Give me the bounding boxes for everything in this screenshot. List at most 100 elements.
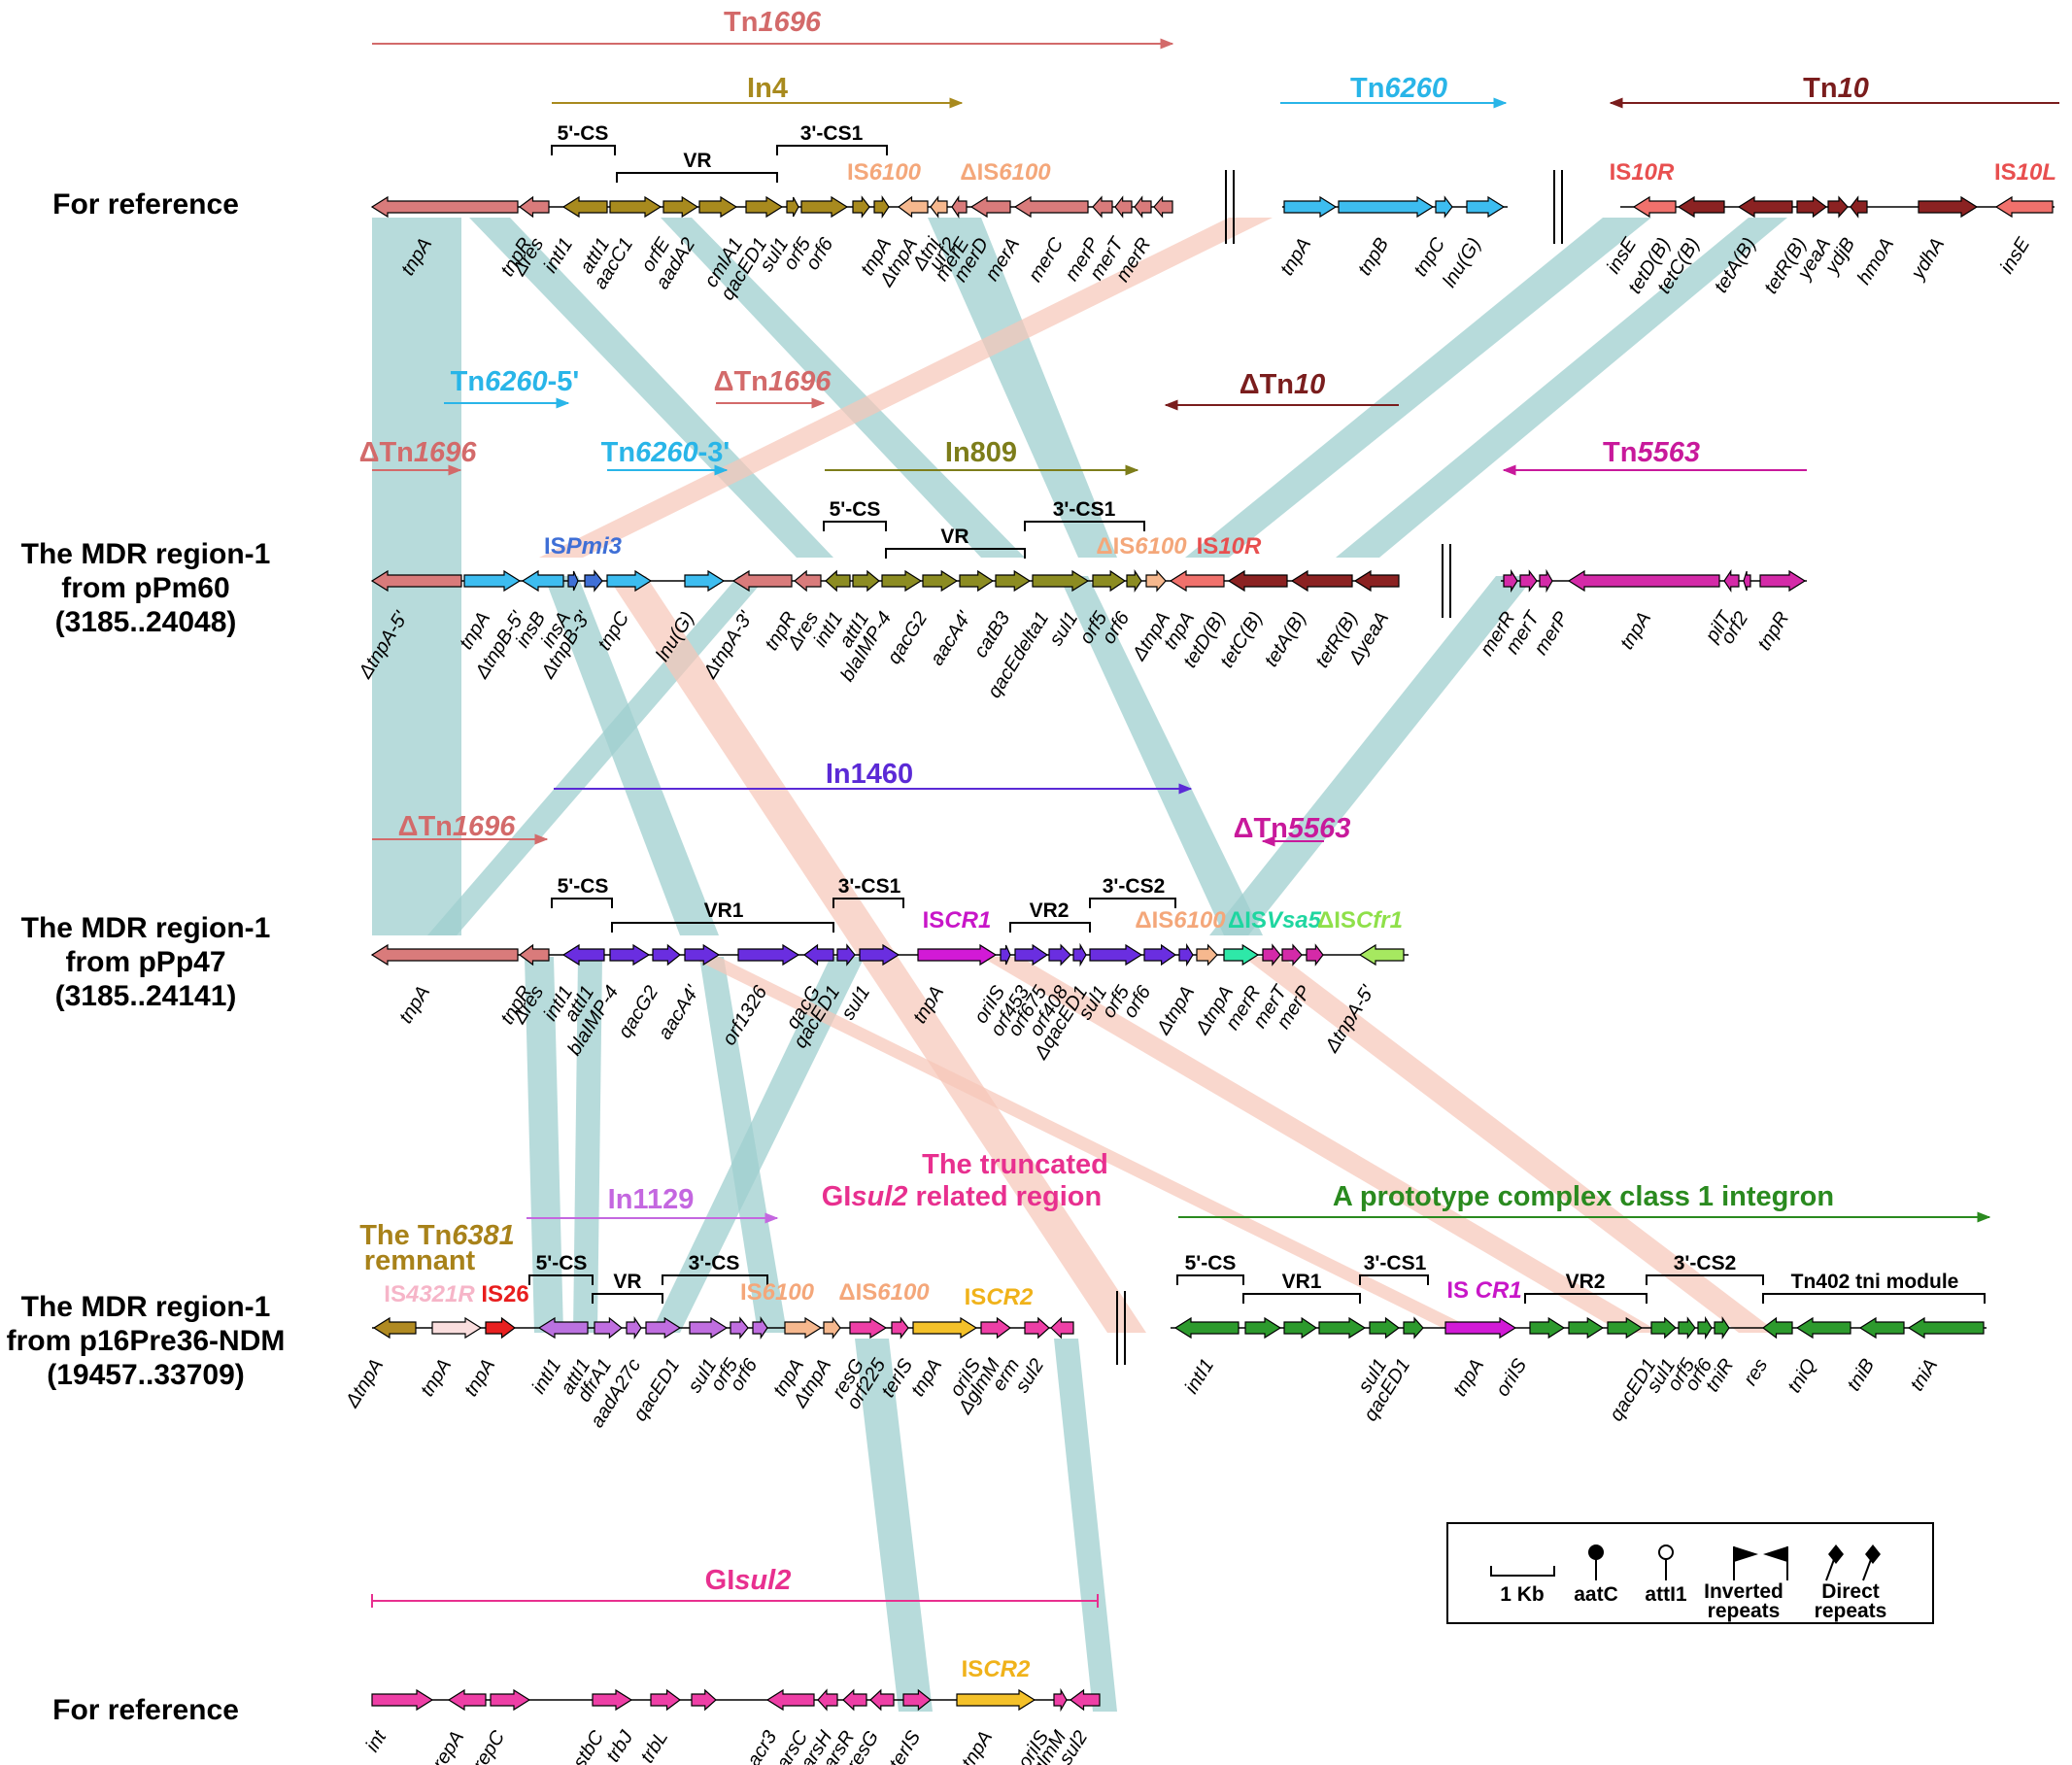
gene-arrow <box>691 1688 717 1712</box>
is-label-part: ΔIS <box>1317 907 1356 933</box>
gene-arrow <box>765 1688 815 1712</box>
gene-arrow <box>609 943 651 967</box>
gene-arrow <box>784 1316 823 1340</box>
legend-label: Inverted <box>1704 1580 1783 1603</box>
bracket-label: VR1 <box>1282 1271 1322 1293</box>
is-label-part: ΔIS <box>1096 533 1135 560</box>
gene-arrow <box>1244 1316 1282 1340</box>
gene-arrow <box>1178 942 1194 967</box>
element-label-part: GI <box>822 1181 852 1212</box>
is-label-part: IS <box>384 1281 406 1307</box>
legend-frame <box>1446 1522 1934 1624</box>
gene-arrow <box>842 1688 867 1712</box>
bracket <box>1089 898 1176 908</box>
homology-band <box>1336 218 1787 558</box>
is-element-label: ΔIS6100 <box>960 159 1051 186</box>
is-element-label: IS10L <box>1994 159 2056 186</box>
gene-arrow <box>1290 569 1353 593</box>
gene-arrow <box>684 569 726 593</box>
element-label-part: related region <box>907 1181 1102 1212</box>
bracket <box>528 1274 594 1285</box>
is-label-part: Vsa5 <box>1267 907 1322 933</box>
gene-label: orf6 <box>801 233 837 274</box>
element-label-part: remnant <box>364 1245 476 1276</box>
element-label-part: 10 <box>1294 369 1325 400</box>
element-label-part: In1129 <box>608 1184 695 1215</box>
gene-arrow <box>794 569 822 593</box>
element-spans <box>371 38 2059 1608</box>
homology-band <box>525 957 563 1333</box>
is-label-part: IS <box>1994 159 2017 186</box>
gene-arrow <box>969 195 1011 219</box>
is-label-part: CR2 <box>983 1656 1031 1682</box>
element-label-part: Tn <box>451 366 485 397</box>
gene-arrow <box>1069 1688 1101 1712</box>
gene-label: intI1 <box>1181 1355 1219 1398</box>
bracket <box>1762 1293 1986 1304</box>
element-label-part: GI <box>705 1565 735 1596</box>
gene-arrow <box>1283 1316 1318 1340</box>
bracket <box>1024 521 1145 531</box>
is-element-label: ΔISVsa5 <box>1228 907 1322 933</box>
gene-label: merC <box>1025 234 1069 287</box>
element-label: ΔTn1696 <box>359 437 478 468</box>
element-label-part: 6260 <box>1384 73 1447 104</box>
gene-arrow <box>1650 1316 1677 1340</box>
gene-arrow <box>1283 195 1338 219</box>
gene-arrow <box>1796 195 1828 219</box>
is-element-label: ΔIS6100 <box>1096 533 1187 560</box>
gene-label: terIS <box>885 1726 925 1765</box>
gene-arrow <box>1053 1687 1068 1713</box>
gene-arrow <box>1697 1315 1713 1341</box>
gene-arrow <box>518 943 550 967</box>
direct-repeat-icon <box>1828 1544 1844 1564</box>
gene-arrow <box>912 1316 978 1340</box>
gene-arrow <box>537 1316 589 1340</box>
gene-arrow <box>995 569 1032 593</box>
gene-arrow <box>1761 1316 1793 1340</box>
is-label-part: IS <box>847 159 869 186</box>
gene-arrow <box>1403 1316 1424 1340</box>
element-label: remnant <box>364 1245 476 1276</box>
bracket-label: VR2 <box>1566 1271 1606 1293</box>
gene-arrow <box>594 1316 623 1340</box>
row-label: The MDR region-1 <box>21 912 271 944</box>
legend-label: attI1 <box>1645 1583 1687 1606</box>
gene-arrow <box>1759 569 1807 593</box>
bracket-label: 3'-CS2 <box>1103 875 1166 898</box>
gene-arrow <box>1000 944 1011 966</box>
gene-arrow <box>1444 1316 1517 1340</box>
homology-bands <box>372 218 1787 1712</box>
gene-arrow <box>1306 943 1324 967</box>
gene-arrow <box>1435 195 1453 219</box>
element-label: In1460 <box>826 759 913 790</box>
gene-arrow <box>652 943 681 967</box>
bracket-label: VR2 <box>1030 899 1070 922</box>
gene-arrow <box>1519 569 1538 593</box>
element-label-part: sul2 <box>734 1565 791 1596</box>
gene-arrow <box>1529 1316 1566 1340</box>
gene-label: sul2 <box>1011 1355 1048 1397</box>
gene-arrow <box>518 195 550 219</box>
gene-label: stbC <box>569 1727 609 1765</box>
gene-arrow <box>1281 943 1303 967</box>
gene-arrow <box>1072 942 1087 967</box>
gene-arrow <box>881 569 923 593</box>
gene-label: oriIS <box>1492 1354 1532 1400</box>
bracket-label: 3'-CS1 <box>800 122 864 145</box>
element-label-part: ΔTn <box>1234 813 1288 844</box>
bracket <box>1646 1274 1764 1285</box>
element-label-part: A prototype complex class 1 integron <box>1333 1181 1834 1212</box>
is-element-label: IS10R <box>1610 159 1675 186</box>
is-element-label: ISCR2 <box>965 1284 1034 1310</box>
homology-band <box>651 957 865 1333</box>
is-label-part: Cfr1 <box>1356 907 1403 933</box>
bracket <box>776 145 888 155</box>
gene-arrow <box>922 569 959 593</box>
gene-arrow <box>1196 943 1218 967</box>
gene-label: lnu(G) <box>1439 234 1485 291</box>
row-label: from pPm60 <box>61 572 229 604</box>
bracket <box>611 922 834 933</box>
row-label: For reference <box>52 1694 239 1726</box>
gene-arrow <box>1858 1316 1905 1340</box>
